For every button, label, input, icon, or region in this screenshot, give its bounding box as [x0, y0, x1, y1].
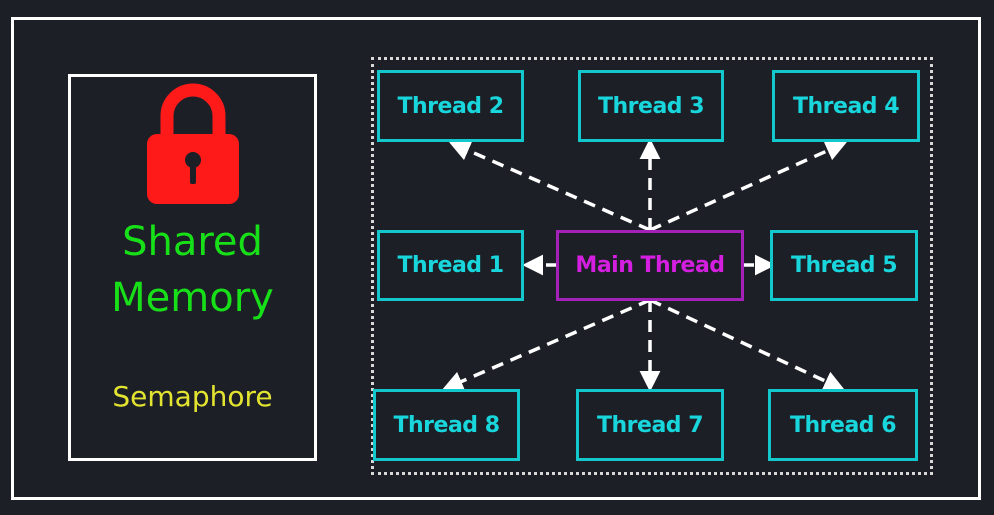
padlock-icon: [147, 83, 239, 204]
thread-2-box: Thread 2: [377, 70, 524, 142]
shared-memory-label-line1: Shared: [122, 219, 263, 265]
arrow-to-thread-8: [442, 298, 651, 392]
thread-7-box: Thread 7: [576, 389, 724, 461]
thread-1-box: Thread 1: [377, 230, 524, 301]
thread-4-box: Thread 4: [772, 70, 920, 142]
arrow-to-thread-2: [449, 140, 651, 232]
shared-memory-panel: [68, 74, 317, 461]
thread-3-box: Thread 3: [578, 70, 724, 142]
semaphore-label: Semaphore: [112, 380, 273, 413]
arrow-to-thread-6: [649, 298, 845, 391]
thread-8-box: Thread 8: [373, 389, 520, 461]
outer-frame: [11, 17, 981, 500]
thread-6-box: Thread 6: [768, 389, 918, 461]
main-thread-box: Main Thread: [556, 230, 744, 301]
thread-5-box: Thread 5: [770, 230, 918, 301]
arrow-to-thread-4: [649, 140, 847, 232]
thread-pool-area: [371, 57, 933, 475]
shared-memory-label-line2: Memory: [111, 275, 274, 321]
